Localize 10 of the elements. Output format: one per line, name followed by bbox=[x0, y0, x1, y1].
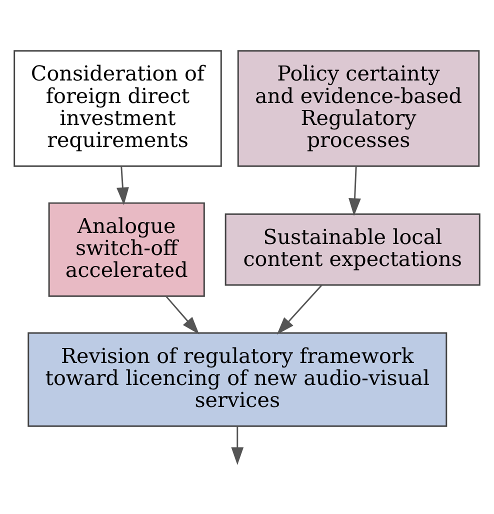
arrow bbox=[231, 426, 244, 465]
node-box: Analogue switch-off accelerated bbox=[48, 202, 205, 296]
node-box: Consideration of foreign direct investment requirements bbox=[14, 50, 222, 166]
arrow bbox=[165, 295, 200, 334]
node-box: Sustainable local content expectations bbox=[224, 212, 480, 286]
arrow bbox=[276, 284, 322, 334]
node-box: Revision of regulatory framework toward licencing of new audio-visual services bbox=[28, 332, 448, 426]
node-box: Policy certainty and evidence-based Regulatory processes bbox=[237, 50, 480, 166]
arrow bbox=[116, 166, 129, 205]
arrow bbox=[348, 166, 361, 216]
